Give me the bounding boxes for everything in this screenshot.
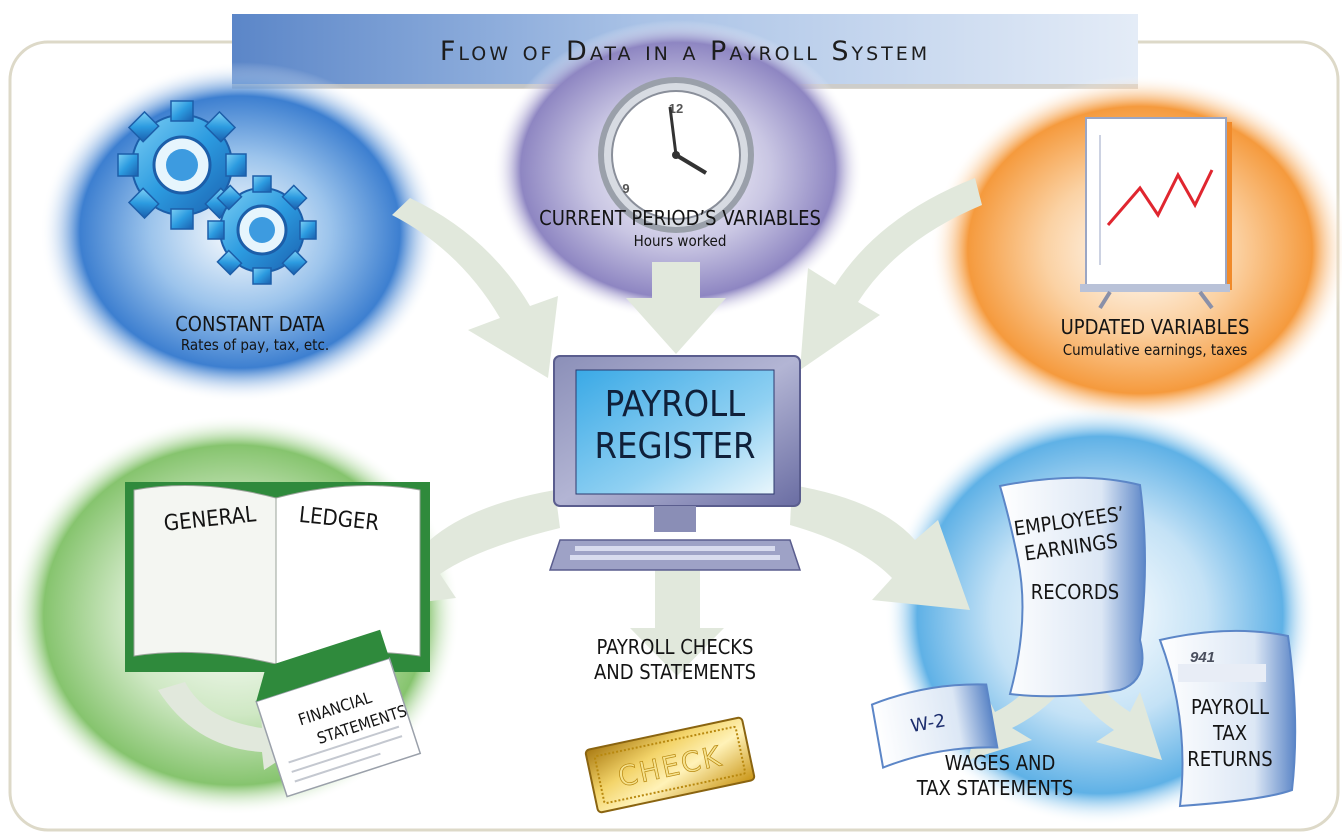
clock-icon: 12 9 (598, 77, 754, 233)
clock-twelve: 12 (669, 101, 683, 116)
updated-variables-detail: Cumulative earnings, taxes (1062, 341, 1248, 359)
arrow-constant-to-register (392, 198, 558, 378)
tax-returns-line3: RETURNS (1187, 747, 1273, 771)
arrow-register-to-earnings (790, 485, 970, 610)
tax-returns-line2: TAX (1212, 721, 1248, 745)
constant-data-detail: Rates of pay, tax, etc. (180, 336, 330, 354)
constant-data-heading: CONSTANT DATA (175, 312, 325, 336)
financial-statements-icon (255, 629, 422, 798)
page-title: Flow of Data in a Payroll System (439, 35, 931, 67)
payroll-checks-line1: PAYROLL CHECKS (596, 635, 754, 659)
payroll-register-line1: PAYROLL (604, 384, 746, 425)
w2-form-icon: W-2 (870, 683, 999, 769)
earnings-records-icon (998, 476, 1146, 698)
chart-easel-icon (1080, 117, 1232, 310)
wages-statements-line1: WAGES AND (944, 751, 1056, 775)
tax-return-icon: 941 (1158, 629, 1297, 808)
current-variables-detail: Hours worked (633, 232, 727, 250)
current-variables-heading: CURRENT PERIOD’S VARIABLES (539, 206, 821, 230)
check-icon: CHECK (584, 716, 756, 814)
clock-nine: 9 (622, 181, 629, 196)
wages-statements-line2: TAX STATEMENTS (916, 776, 1074, 800)
updated-variables-heading: UPDATED VARIABLES (1060, 315, 1250, 339)
payroll-checks-line2: AND STATEMENTS (593, 660, 757, 684)
earnings-records-line3: RECORDS (1030, 580, 1120, 604)
gears-icon (117, 100, 317, 285)
tax-return-form-number: 941 (1190, 649, 1215, 666)
ledger-book-icon (125, 482, 430, 672)
payroll-register-line2: REGISTER (594, 426, 756, 467)
arrow-register-to-checks (630, 555, 724, 676)
arrow-current-to-register (626, 262, 726, 354)
tax-returns-line1: PAYROLL (1190, 695, 1269, 719)
computer-icon (548, 355, 802, 571)
arrow-updated-to-register (800, 178, 982, 370)
